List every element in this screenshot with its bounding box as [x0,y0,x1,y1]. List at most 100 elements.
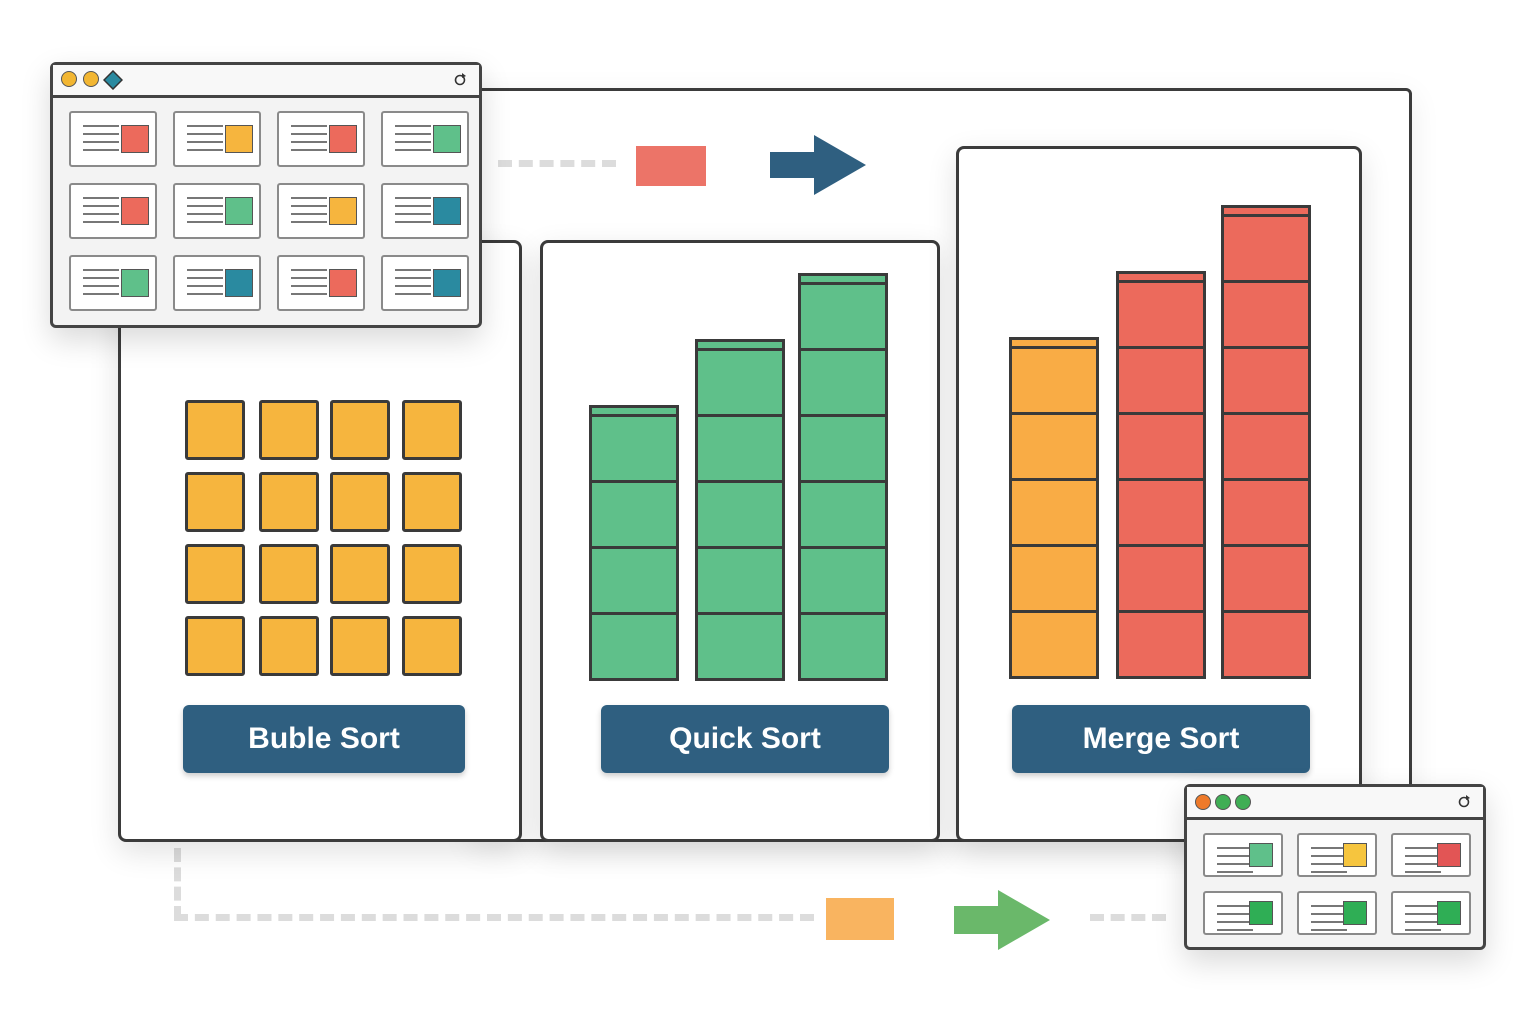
text-lines-icon [395,269,431,301]
color-chip [225,125,253,153]
merge-sort-bar-segment [1009,346,1099,415]
bubble-sort-block [185,400,245,460]
refresh-icon[interactable] [1457,795,1471,809]
mini-card[interactable] [381,111,469,167]
quick-sort-label[interactable]: Quick Sort [601,705,889,773]
merge-sort-bar-segment [1116,610,1206,679]
color-chip [1437,843,1461,867]
quick-sort-panel: Quick Sort [540,240,940,842]
mini-card[interactable] [1297,891,1377,935]
merge-sort-bar-segment-cap [1116,271,1206,283]
quick-sort-bar-segment-cap [798,273,888,285]
bubble-sort-block [330,544,390,604]
text-lines-icon [83,269,119,301]
bubble-sort-block [402,544,462,604]
bottom-mini-window [1184,784,1486,950]
merge-sort-bar-segment [1221,346,1311,415]
bottom-dashed-connector-end [1090,914,1166,921]
mini-card[interactable] [381,183,469,239]
mini-card[interactable] [277,183,365,239]
color-chip [433,125,461,153]
mini-card[interactable] [381,255,469,311]
mini-card[interactable] [69,111,157,167]
mini-card[interactable] [277,255,365,311]
mini-card[interactable] [1391,833,1471,877]
quick-sort-bar-segment [798,546,888,615]
bubble-sort-block [259,400,319,460]
color-chip [1249,901,1273,925]
merge-sort-bar-segment [1116,412,1206,481]
color-chip [1249,843,1273,867]
text-lines-icon [291,269,327,301]
bottom-flow-token [826,898,894,940]
merge-sort-bar-segment [1116,544,1206,613]
mini-card[interactable] [173,111,261,167]
merge-sort-bar-segment [1116,280,1206,349]
bubble-sort-block [185,472,245,532]
top-window-titlebar [53,65,479,98]
top-flow-arrow-icon [770,135,866,195]
text-lines-icon [291,197,327,229]
window-dot-icon[interactable] [61,71,77,87]
merge-sort-bar-segment [1221,214,1311,283]
color-chip [225,197,253,225]
window-dot-icon[interactable] [1235,794,1251,810]
bubble-sort-label[interactable]: Buble Sort [183,705,465,773]
mini-card[interactable] [277,111,365,167]
bottom-dashed-connector-vertical [174,848,181,920]
mini-card[interactable] [69,255,157,311]
quick-sort-bar-segment [695,348,785,417]
merge-sort-label[interactable]: Merge Sort [1012,705,1310,773]
text-lines-icon [83,197,119,229]
quick-sort-bar-segment [798,348,888,417]
mini-card[interactable] [1297,833,1377,877]
text-lines-icon [395,197,431,229]
color-chip [329,197,357,225]
text-lines-icon [1405,847,1441,879]
mini-card[interactable] [1203,833,1283,877]
merge-sort-bar-segment-cap [1221,205,1311,217]
mini-card[interactable] [1391,891,1471,935]
color-chip [329,269,357,297]
quick-sort-bar-segment [589,546,679,615]
text-lines-icon [187,197,223,229]
quick-sort-bar-segment [589,414,679,483]
bubble-sort-block [330,616,390,676]
mini-card[interactable] [173,255,261,311]
bubble-sort-block [259,472,319,532]
text-lines-icon [1311,847,1347,879]
merge-sort-bar-segment [1221,478,1311,547]
quick-sort-bar-segment [798,612,888,681]
text-lines-icon [1217,905,1253,937]
color-chip [433,269,461,297]
quick-sort-bar-segment [695,546,785,615]
color-chip [1437,901,1461,925]
bottom-dashed-connector [174,914,814,921]
mini-card[interactable] [173,183,261,239]
bottom-flow-arrow-icon [954,890,1050,950]
refresh-icon[interactable] [453,73,467,87]
text-lines-icon [1311,905,1347,937]
merge-sort-bar-segment [1009,610,1099,679]
color-chip [121,269,149,297]
text-lines-icon [187,269,223,301]
diamond-icon[interactable] [103,70,123,90]
bubble-sort-panel: Buble Sort [118,240,522,842]
quick-sort-bar-segment [589,480,679,549]
mini-card[interactable] [1203,891,1283,935]
merge-sort-bar-segment [1009,544,1099,613]
bubble-sort-block [259,616,319,676]
bubble-sort-block [330,472,390,532]
quick-sort-bar-segment [695,480,785,549]
color-chip [121,125,149,153]
window-dot-icon[interactable] [1215,794,1231,810]
bottom-window-titlebar [1187,787,1483,820]
merge-sort-bar-segment [1221,544,1311,613]
window-close-dot-icon[interactable] [1195,794,1211,810]
color-chip [225,269,253,297]
text-lines-icon [1405,905,1441,937]
merge-sort-bar-segment [1116,346,1206,415]
window-dot-icon[interactable] [83,71,99,87]
mini-card[interactable] [69,183,157,239]
bubble-sort-block [330,400,390,460]
